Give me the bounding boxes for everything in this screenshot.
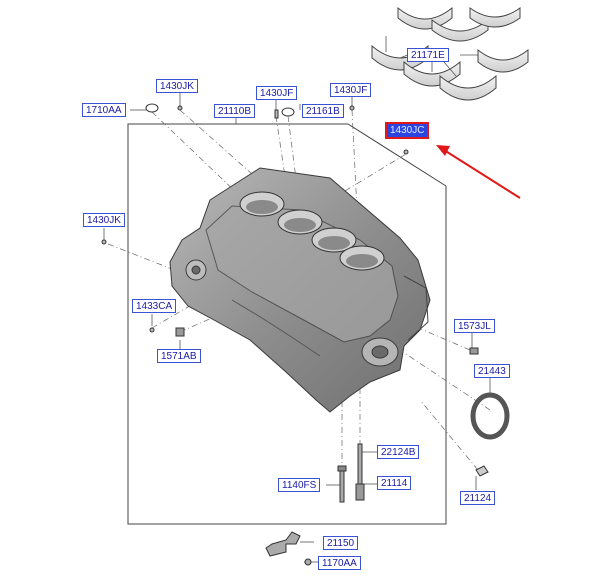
part-label-1430jk-top[interactable]: 1430JK — [156, 79, 198, 93]
part-label-21124[interactable]: 21124 — [460, 491, 496, 505]
part-label-1430jf-b[interactable]: 1430JF — [330, 83, 372, 97]
part-label-1170aa[interactable]: 1170AA — [318, 556, 361, 570]
sensor-illustration — [265, 531, 312, 566]
part-label-1571ab[interactable]: 1571AB — [157, 349, 201, 363]
part-label-21114[interactable]: 21114 — [377, 476, 412, 490]
part-label-1573jl[interactable]: 1573JL — [454, 319, 495, 333]
highlight-arrow — [436, 145, 521, 199]
bearing-leader-lines — [385, 36, 478, 77]
part-label-1433ca[interactable]: 1433CA — [132, 299, 177, 313]
part-label-1430jf-a[interactable]: 1430JF — [256, 86, 298, 100]
bearing-shells-illustration — [371, 6, 529, 101]
part-label-1430jc-highlighted[interactable]: 1430JC — [385, 122, 430, 139]
part-label-1140fs[interactable]: 1140FS — [278, 478, 321, 492]
engine-block-illustration — [169, 167, 431, 413]
part-label-21443[interactable]: 21443 — [474, 364, 510, 378]
assembly-frame-diagonal — [347, 123, 447, 187]
assembly-frame — [127, 123, 447, 525]
part-label-1430jk-left[interactable]: 1430JK — [83, 213, 125, 227]
part-label-22124b[interactable]: 22124B — [377, 445, 420, 459]
part-label-21171e[interactable]: 21171E — [407, 48, 449, 62]
fastener-parts — [101, 103, 510, 503]
part-label-21161b[interactable]: 21161B — [302, 104, 344, 118]
part-label-21110b[interactable]: 21110B — [214, 104, 255, 118]
part-label-1710aa[interactable]: 1710AA — [82, 103, 126, 117]
part-label-21150[interactable]: 21150 — [323, 536, 359, 550]
